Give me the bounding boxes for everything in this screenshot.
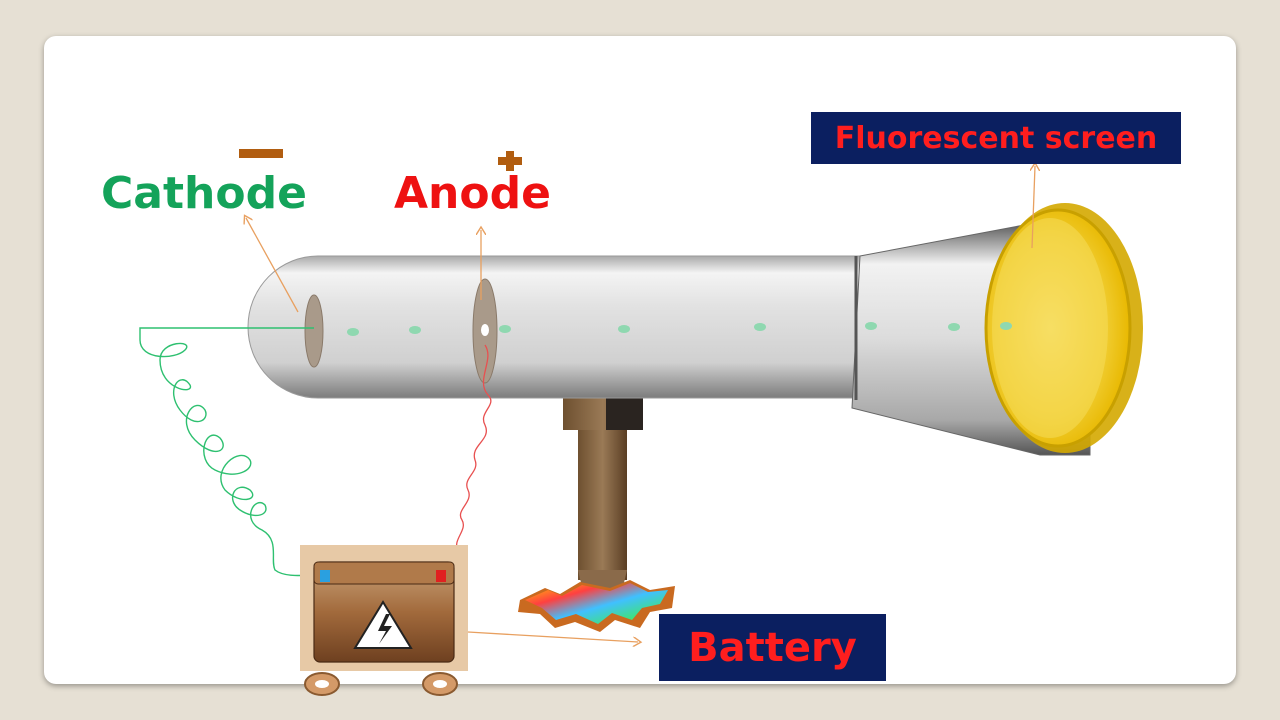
high-voltage-icon bbox=[353, 600, 413, 649]
anode-disc bbox=[472, 278, 498, 384]
electron-beam bbox=[347, 322, 1012, 336]
cathode-disc bbox=[304, 294, 324, 368]
fluorescent-screen-label: Fluorescent screen bbox=[811, 112, 1181, 164]
cathode-label: Cathode bbox=[101, 168, 307, 219]
minus-sign bbox=[239, 149, 283, 158]
pointer-arrows bbox=[246, 166, 1035, 642]
fluorescent-screen bbox=[984, 203, 1143, 453]
plus-sign bbox=[498, 151, 522, 171]
cathode-wire bbox=[139, 327, 326, 577]
battery bbox=[300, 545, 468, 696]
anode-label: Anode bbox=[394, 168, 551, 219]
tube-stand bbox=[518, 398, 675, 632]
battery-label: Battery bbox=[659, 614, 886, 681]
glass-tube bbox=[247, 221, 1091, 456]
